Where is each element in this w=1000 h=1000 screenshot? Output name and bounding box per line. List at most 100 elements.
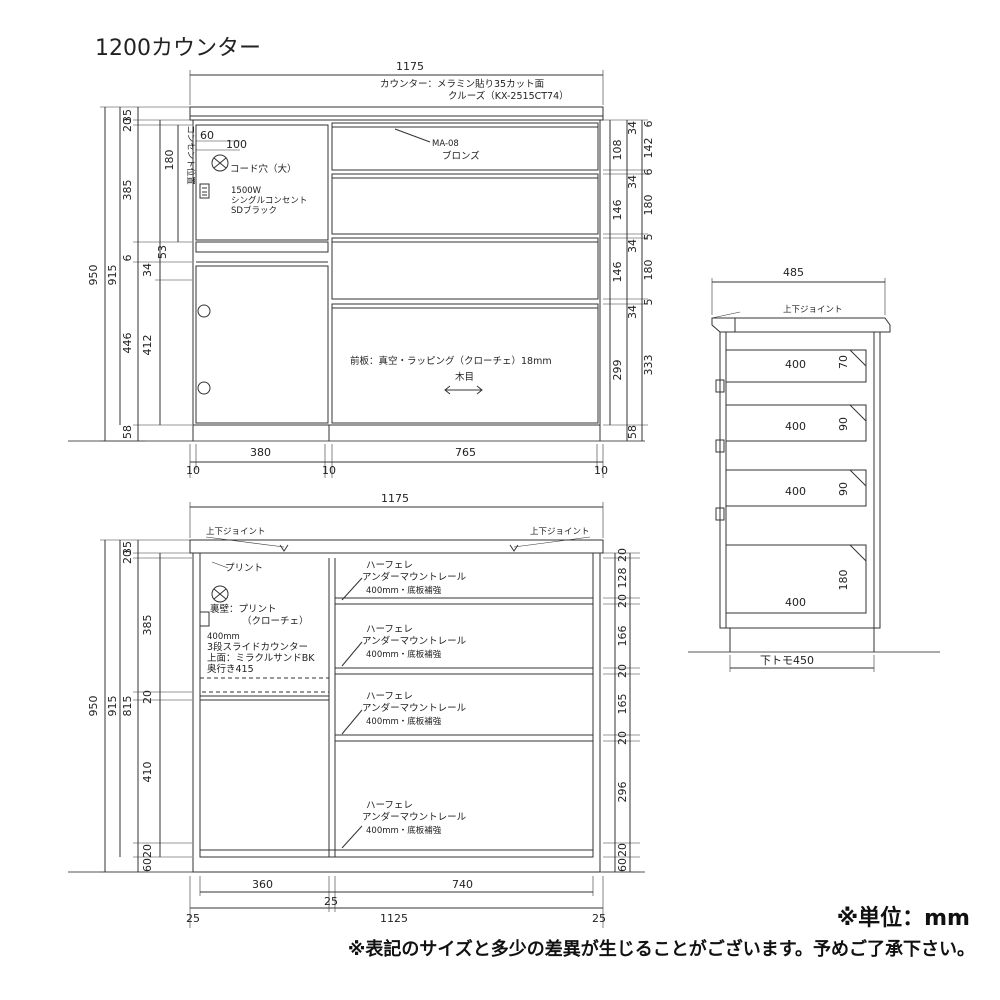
- interior-bottom-low-2: 25: [592, 912, 606, 925]
- side-drawer-depth-1: 400: [785, 420, 806, 433]
- front-left-dim-5: 446: [121, 333, 134, 354]
- interior-left-dim-3: 20: [141, 690, 154, 704]
- right-dim-b-0: 6: [642, 121, 655, 128]
- rail-3-line-1: ハーフェレ: [366, 691, 413, 702]
- side-drawer-height-1: 90: [837, 417, 850, 431]
- rail-4-line-2: アンダーマウントレール: [362, 811, 467, 823]
- slide-label-4: 奥行き415: [207, 663, 254, 675]
- right-dim-b-6: 5: [642, 299, 655, 306]
- right-dim-b-1: 142: [642, 138, 655, 159]
- interior-right-dim-3: 166: [616, 626, 629, 647]
- unit-note: ※単位：mm: [836, 906, 970, 931]
- interior-right-dim-6: 20: [616, 731, 629, 745]
- right-dim-b-2: 6: [642, 169, 655, 176]
- side-width-total: 485: [783, 266, 804, 279]
- side-drawer-depth-2: 400: [785, 485, 806, 498]
- drawer-right-dim-0: 108: [611, 140, 624, 161]
- handle-label-1: MA-08: [432, 139, 459, 149]
- side-drawer-depth-0: 400: [785, 358, 806, 371]
- right-dim-b-4: 5: [642, 234, 655, 241]
- print-label: プリント: [225, 563, 263, 574]
- slide-label-3: 上面：ミラクルサンドBK: [207, 653, 315, 664]
- side-bottom-label: 下トモ450: [760, 654, 814, 667]
- interior-outer-dim-2: 815: [121, 696, 134, 717]
- front-left-dim-6: 58: [121, 425, 134, 439]
- front-inner-dim-0: 180: [163, 150, 176, 171]
- right-dim-a-2: 34: [626, 239, 639, 253]
- right-dim-a-1: 34: [626, 175, 639, 189]
- interior-bottom-low-0: 25: [186, 912, 200, 925]
- counter-label-2: クルーズ（KX-2515CT74）: [448, 90, 569, 102]
- right-dim-b-5: 180: [642, 260, 655, 281]
- interior-outer-dim-1: 915: [106, 696, 119, 717]
- interior-right-dim-8: 20: [616, 843, 629, 857]
- interior-right-dim-1: 128: [616, 568, 629, 589]
- interior-bottom-top-1: 740: [452, 878, 473, 891]
- slide-label-2: 3段スライドカウンター: [207, 641, 308, 653]
- cord-hole-label: コード穴（大）: [230, 163, 297, 175]
- front-outer-dim-0: 950: [87, 265, 100, 286]
- bottom-dim-4: 10: [594, 464, 608, 477]
- right-dim-a-3: 34: [626, 305, 639, 319]
- front-left-dim-4: 34: [141, 263, 154, 277]
- drawer-right-dim-1: 146: [611, 200, 624, 221]
- drawer-right-dim-4: 58: [626, 425, 639, 439]
- front-width-total: 1175: [396, 60, 424, 73]
- rail-1-line-1: ハーフェレ: [366, 560, 413, 571]
- side-drawer-height-3: 180: [837, 570, 850, 591]
- handle-label-2: ブロンズ: [442, 150, 480, 162]
- right-dim-a-0: 34: [626, 121, 639, 135]
- joint-right-label: 上下ジョイント: [530, 527, 590, 537]
- rail-1-line-3: 400mm・底板補強: [366, 585, 442, 596]
- interior-left-dim-4: 410: [141, 762, 154, 783]
- bottom-dim-1: 380: [250, 446, 271, 459]
- interior-left-dim-2: 385: [141, 615, 154, 636]
- counter-label-1: カウンター：メラミン貼り35カット面: [380, 78, 544, 90]
- page-title: 1200カウンター: [95, 36, 261, 61]
- interior-left-dim-1: 20: [121, 550, 134, 564]
- interior-outer-dim-0: 950: [87, 696, 100, 717]
- front-left-dim-2: 385: [121, 180, 134, 201]
- rail-2-line-2: アンダーマウントレール: [362, 635, 467, 647]
- rail-2-line-1: ハーフェレ: [366, 624, 413, 635]
- side-joint-label: 上下ジョイント: [783, 305, 843, 315]
- interior-width-total: 1175: [381, 492, 409, 505]
- front-left-dim-1: 20: [121, 118, 134, 132]
- disclaimer-note: ※表記のサイズと多少の差異が生じることがございます。予めご了承下さい。: [347, 939, 975, 960]
- front-panel-label: 前板：真空・ラッピング（クローチェ）18mm: [350, 355, 552, 367]
- drawer-right-dim-3: 299: [611, 360, 624, 381]
- front-left-dim-0: 35: [121, 109, 134, 123]
- side-view: [688, 278, 940, 672]
- side-drawer-height-0: 70: [837, 355, 850, 369]
- bottom-dim-0: 10: [186, 464, 200, 477]
- top-small-dim-1: 100: [226, 138, 247, 151]
- interior-left-dim-5: 20: [141, 844, 154, 858]
- side-drawer-height-2: 90: [837, 482, 850, 496]
- outlet-label-3: SDブラック: [231, 205, 277, 216]
- rail-3-line-3: 400mm・底板補強: [366, 716, 442, 727]
- interior-bottom-low-1: 1125: [380, 912, 408, 925]
- interior-right-dim-2: 20: [616, 594, 629, 608]
- slide-label-1: 400mm: [207, 632, 240, 642]
- outlet-label-1: 1500W: [231, 186, 262, 196]
- bottom-dim-3: 765: [455, 446, 476, 459]
- rail-4-line-1: ハーフェレ: [366, 800, 413, 811]
- top-small-dim-0: 60: [200, 129, 214, 142]
- side-outlet-text: コンセント位置: [185, 125, 196, 185]
- joint-left-label: 上下ジョイント: [206, 527, 266, 537]
- right-dim-b-3: 180: [642, 195, 655, 216]
- interior-right-dim-9: 60: [616, 858, 629, 872]
- front-outer-dim-1: 915: [106, 265, 119, 286]
- outlet-label-2: シングルコンセント: [231, 195, 307, 206]
- interior-bottom-top-0: 360: [252, 878, 273, 891]
- interior-left-dim-0: 35: [121, 541, 134, 555]
- rail-1-line-2: アンダーマウントレール: [362, 571, 467, 583]
- rail-3-line-2: アンダーマウントレール: [362, 702, 467, 714]
- interior-right-dim-4: 20: [616, 664, 629, 678]
- interior-right-dim-0: 20: [616, 548, 629, 562]
- side-drawer-depth-3: 400: [785, 596, 806, 609]
- rail-4-line-3: 400mm・底板補強: [366, 825, 442, 836]
- interior-bottom-mid-0: 25: [324, 895, 338, 908]
- front-inner-dim-2: 412: [141, 335, 154, 356]
